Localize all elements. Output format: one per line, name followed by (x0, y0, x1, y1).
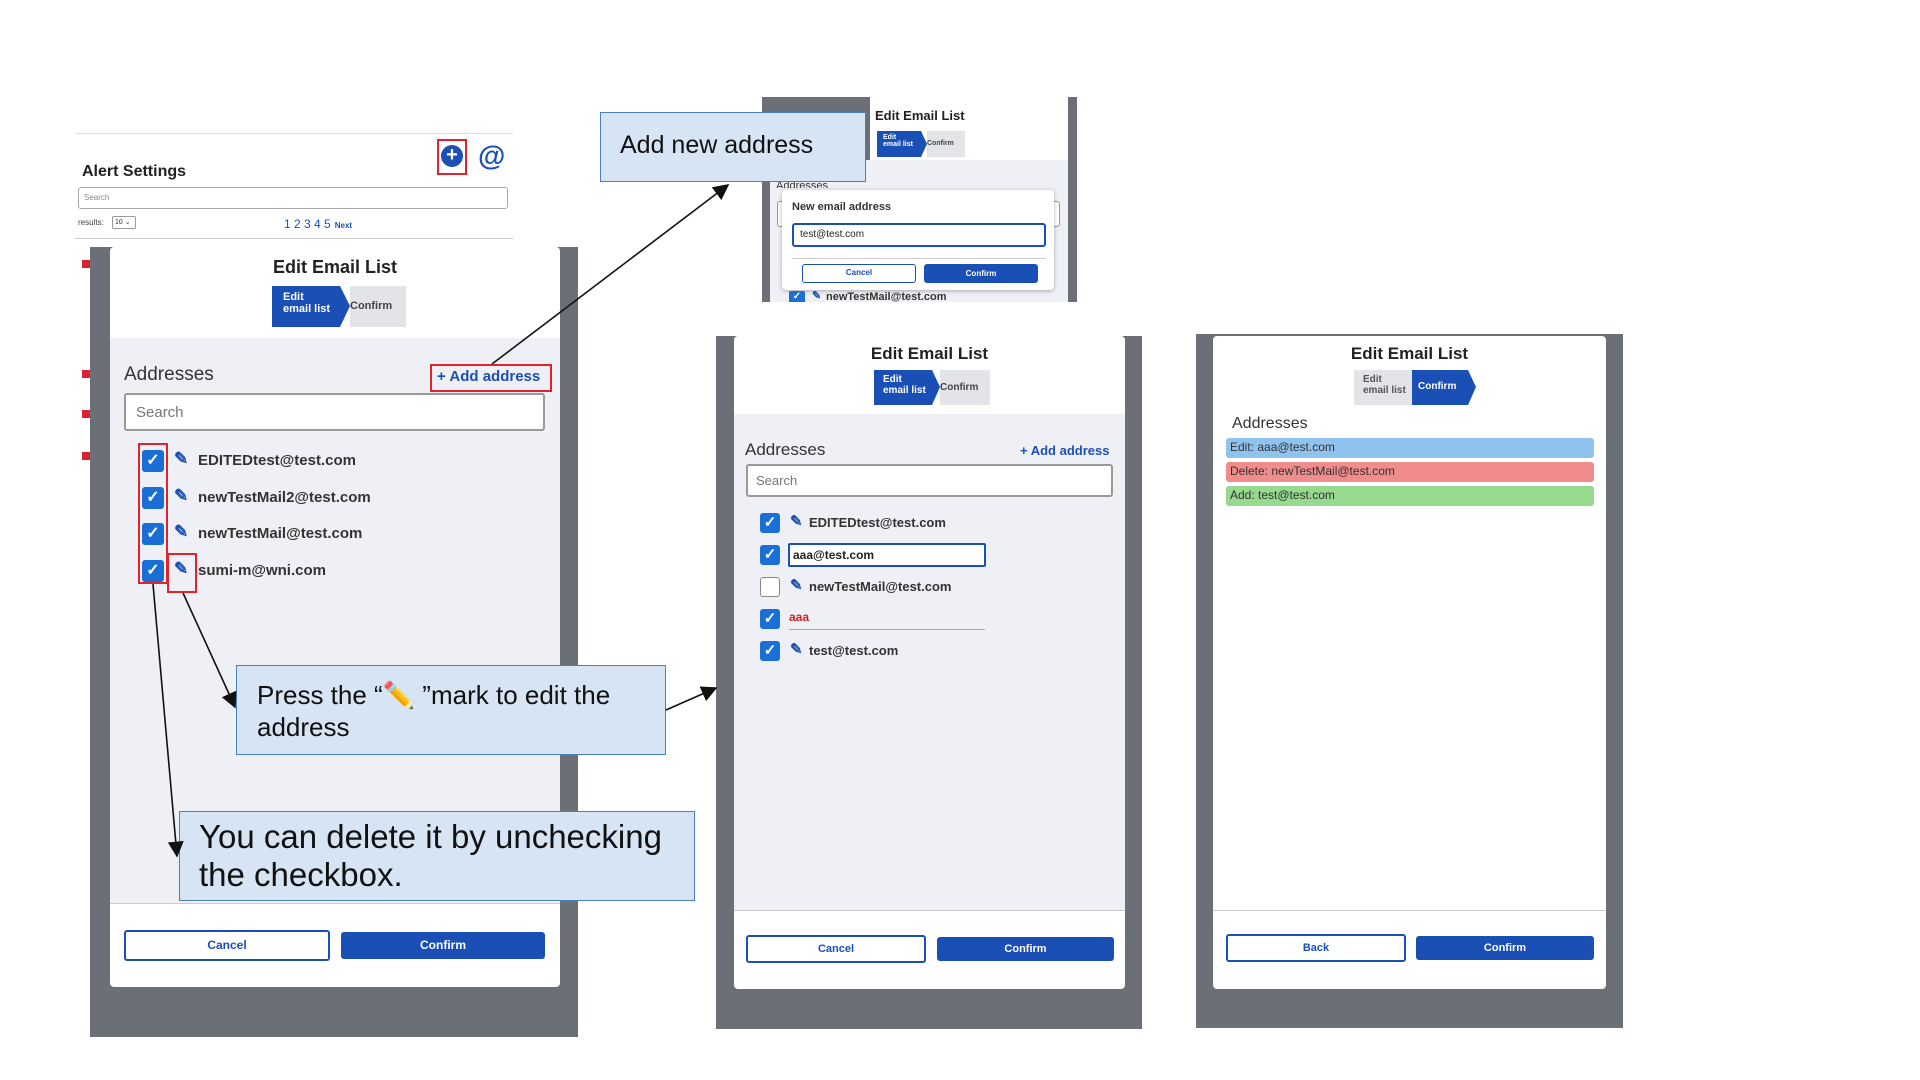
step-edit: Edit email list (877, 131, 921, 157)
back-button[interactable]: Back (1226, 934, 1406, 962)
change-edit-row: Edit: aaa@test.com (1226, 438, 1594, 458)
address-checkbox[interactable]: ✓ (142, 523, 164, 545)
step-arrow (1468, 370, 1476, 405)
new-email-input[interactable]: test@test.com (792, 223, 1046, 247)
pencil-icon[interactable]: ✎ (174, 486, 189, 505)
callout-add-address: Add new address (600, 112, 866, 182)
arrow-to-edit-callout (182, 592, 237, 709)
step-arrow (932, 370, 940, 405)
address-email: newTestMail@test.com (198, 525, 363, 542)
checkbox-highlight (138, 443, 168, 584)
modal-title: Edit Email List (875, 108, 965, 123)
modal-title: Edit Email List (272, 257, 398, 277)
step-confirm: Confirm (940, 370, 990, 405)
divider (75, 238, 513, 239)
address-email: EDITEDtest@test.com (198, 452, 356, 469)
cancel-button[interactable]: Cancel (124, 930, 330, 961)
footer-divider (110, 903, 560, 904)
pencil-icon[interactable]: ✎ (812, 290, 822, 302)
pencil-icon[interactable]: ✎ (174, 449, 189, 468)
page-numbers[interactable]: 1 2 3 4 5 (284, 217, 331, 231)
step-confirm: Confirm (350, 286, 406, 327)
confirm-button[interactable]: Confirm (937, 937, 1114, 961)
address-search-input[interactable]: Search (746, 464, 1113, 497)
add-address-highlight (430, 364, 552, 392)
cancel-button[interactable]: Cancel (802, 264, 916, 283)
pencil-icon[interactable]: ✎ (790, 513, 803, 530)
results-label: results: (78, 218, 104, 227)
new-email-title: New email address (792, 201, 892, 213)
alert-search-input[interactable]: Search (78, 187, 508, 209)
pencil-icon[interactable]: ✎ (790, 641, 803, 658)
modal-body (110, 338, 560, 903)
step-arrow (921, 131, 927, 157)
address-checkbox[interactable]: ✓ (142, 560, 164, 582)
address-email: EDITEDtest@test.com (809, 515, 946, 530)
cancel-button[interactable]: Cancel (746, 935, 926, 963)
address-email: sumi-m@wni.com (198, 562, 326, 579)
address-checkbox[interactable]: ✓ (760, 545, 780, 565)
alert-chip (82, 452, 90, 460)
modal-title: Edit Email List (1350, 344, 1469, 363)
step-confirm: Confirm (1412, 370, 1468, 405)
addresses-label: Addresses (776, 180, 828, 188)
add-button-highlight (437, 139, 467, 175)
next-page-link[interactable]: Next (334, 221, 353, 230)
pencil-icon[interactable]: ✎ (174, 522, 189, 541)
confirm-button[interactable]: Confirm (924, 264, 1038, 283)
step-edit: Edit email list (1354, 370, 1412, 405)
address-checkbox[interactable]: ✓ (142, 450, 164, 472)
address-checkbox[interactable]: ✓ (760, 513, 780, 533)
address-checkbox[interactable]: ✓ (760, 609, 780, 629)
results-value: 10 (115, 219, 123, 226)
add-address-link[interactable]: + Add address (437, 368, 541, 385)
address-email: newTestMail@test.com (809, 579, 952, 594)
alert-chip (82, 410, 90, 418)
add-address-link[interactable]: + Add address (1020, 443, 1110, 458)
address-email: newTestMail2@test.com (198, 489, 371, 506)
address-checkbox[interactable]: ✓ (789, 291, 805, 302)
pencil-icon[interactable]: ✎ (790, 577, 803, 594)
address-email: newTestMail@test.com (826, 291, 947, 303)
arrow-to-delete-callout (152, 583, 184, 858)
alert-chip (82, 260, 90, 268)
new-address-input[interactable]: aaa (789, 610, 985, 630)
at-icon[interactable]: @ (478, 140, 506, 171)
alert-settings-title: Alert Settings (82, 163, 187, 180)
arrow-to-add-dialog (491, 184, 730, 365)
alert-chip (82, 370, 90, 378)
addresses-label: Addresses (745, 440, 826, 459)
step-confirm: Confirm (927, 131, 965, 157)
plus-icon[interactable]: + (441, 145, 463, 167)
address-checkbox[interactable] (760, 577, 780, 597)
addresses-label: Addresses (124, 364, 214, 385)
change-delete-row: Delete: newTestMail@test.com (1226, 462, 1594, 482)
edit-email-input[interactable]: aaa@test.com (788, 543, 986, 567)
results-select[interactable]: 10 ⌄ (112, 216, 136, 229)
address-search-input[interactable]: Search (124, 393, 545, 431)
footer-divider (1213, 910, 1606, 911)
pencil-highlight (167, 553, 197, 593)
step-arrow (340, 286, 350, 327)
footer-divider (734, 910, 1125, 911)
step-edit: Edit email list (272, 286, 340, 327)
address-email: test@test.com (809, 643, 899, 658)
callout-edit-address: Press the “✏️ ”mark to edit the address (236, 665, 666, 755)
address-checkbox[interactable]: ✓ (760, 641, 780, 661)
modal-title: Edit Email List (870, 344, 989, 363)
arrow-to-panel3 (665, 686, 718, 711)
address-checkbox[interactable]: ✓ (142, 487, 164, 509)
confirm-button[interactable]: Confirm (1416, 936, 1594, 960)
pencil-icon[interactable]: ✎ (174, 559, 189, 578)
addresses-label: Addresses (1232, 415, 1308, 432)
step-edit: Edit email list (874, 370, 932, 405)
dialog-divider (792, 258, 1046, 259)
change-add-row: Add: test@test.com (1226, 486, 1594, 506)
confirm-button[interactable]: Confirm (341, 932, 545, 959)
callout-delete-address: You can delete it by unchecking the chec… (179, 811, 695, 901)
